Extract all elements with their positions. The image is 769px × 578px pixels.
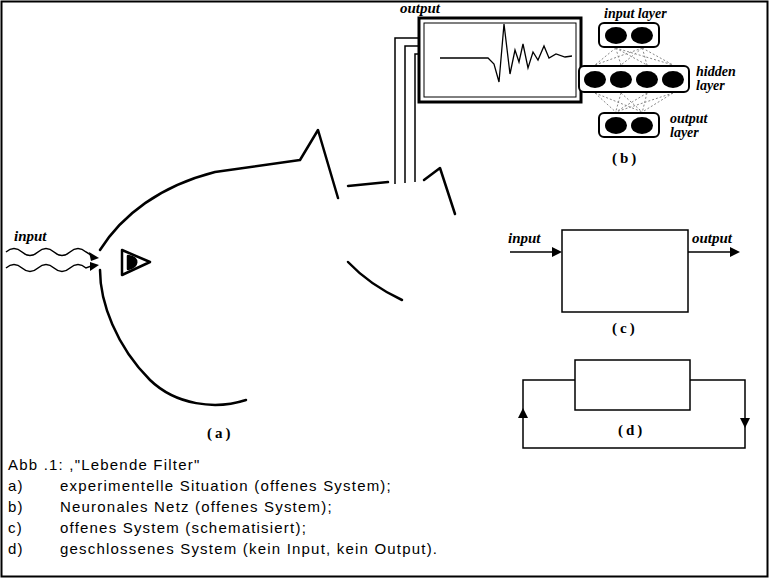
arrow-head	[730, 247, 740, 257]
input-waves	[6, 249, 94, 272]
caption-item-letter: c)	[8, 518, 23, 537]
arrow-head	[89, 252, 99, 261]
layer-label: input layer	[604, 7, 667, 21]
panel-label: (b)	[612, 150, 639, 167]
arrow-head	[740, 418, 750, 428]
output-arrow	[688, 251, 732, 253]
signal-label: output	[400, 0, 440, 17]
weight-line	[616, 93, 647, 112]
input-arrow	[510, 251, 554, 253]
caption-item-letter: d)	[8, 539, 24, 558]
weight-connections	[595, 93, 673, 112]
waveform	[440, 24, 572, 82]
weight-line	[621, 48, 642, 65]
panel-label: (d)	[618, 422, 645, 439]
layer-box: hidden layer	[578, 65, 690, 93]
weight-line	[642, 93, 673, 112]
caption-item-letter: b)	[8, 497, 24, 516]
neuron-circle	[636, 71, 658, 88]
weight-line	[595, 93, 616, 112]
cat-eye	[122, 250, 150, 275]
electrode-wires	[395, 38, 420, 184]
weight-line	[616, 93, 673, 112]
feedback-loop	[523, 380, 745, 448]
weight-connections	[595, 48, 673, 65]
neuron-circle	[605, 117, 627, 134]
wave	[6, 265, 94, 272]
signal-label: output	[692, 230, 732, 247]
wire	[395, 38, 420, 184]
arrow-head	[518, 408, 528, 418]
cat-jaw	[100, 270, 246, 405]
panel-label: (c)	[612, 320, 638, 337]
arrow-head	[552, 247, 562, 257]
layer-label: output layer	[670, 112, 724, 140]
weight-line	[642, 48, 673, 65]
neuron-circle	[631, 27, 653, 44]
cat-ear	[424, 168, 455, 214]
weight-line	[595, 93, 642, 112]
cat-ear	[348, 182, 388, 186]
layer-label: hidden layer	[696, 65, 750, 93]
wave	[6, 249, 94, 258]
cat-forehead	[100, 130, 338, 250]
weight-line	[616, 93, 621, 112]
weight-line	[595, 48, 642, 65]
neuron-circle	[605, 27, 627, 44]
figure-caption: Abb .1: ,"Lebende Filter"	[8, 455, 200, 474]
system-box	[575, 360, 690, 410]
arrow-head	[90, 262, 99, 271]
signal-label: input	[508, 230, 541, 247]
weight-line	[616, 48, 647, 65]
neuron-circle	[631, 117, 653, 134]
weight-line	[621, 93, 642, 112]
weight-line	[616, 48, 673, 65]
cat-pupil	[128, 256, 136, 269]
layer-box: output layer	[598, 112, 660, 138]
neuron-circle	[584, 71, 606, 88]
cat-head	[100, 130, 455, 405]
caption-item-text: Neuronales Netz (offenes System);	[60, 497, 333, 516]
system-box	[562, 230, 688, 312]
caption-item-text: offenes System (schematisiert);	[60, 518, 307, 537]
oscilloscope	[419, 18, 581, 102]
cat-neck	[348, 262, 402, 300]
layer-box: input layer	[598, 22, 660, 48]
caption-item-text: experimentelle Situation (offenes System…	[60, 476, 392, 495]
neuron-circle	[662, 71, 684, 88]
oscilloscope-inner	[424, 23, 576, 97]
signal-label: input	[14, 228, 47, 245]
caption-item-text: geschlossenes System (kein Input, kein O…	[60, 539, 438, 558]
neuron-circle	[610, 71, 632, 88]
weight-line	[595, 48, 616, 65]
caption-item-letter: a)	[8, 476, 24, 495]
panel-label: (a)	[207, 425, 234, 442]
